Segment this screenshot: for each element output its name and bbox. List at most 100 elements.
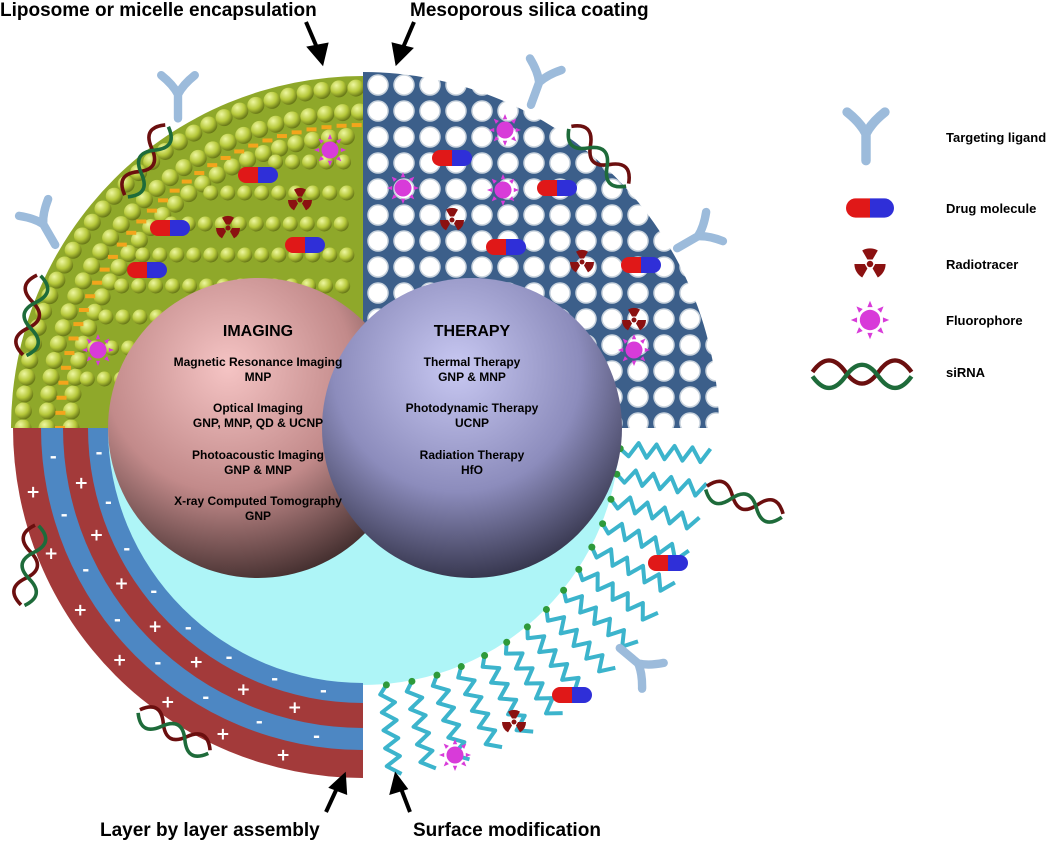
label-layer-by-layer: Layer by layer assembly [100,820,320,842]
lipid-head [167,196,184,213]
lipid-head [264,92,281,109]
anchor-point [560,587,567,594]
lipid-head [64,386,81,403]
lipid-head [185,125,202,142]
anchor-point [599,520,606,527]
lipid-head [67,288,84,305]
lipid-head [283,217,298,232]
anchor-point [433,672,440,679]
lipid-head [300,217,315,232]
lipid-head [43,369,60,386]
lipid-head [318,279,333,294]
legend-label: Targeting ligand [946,130,1046,145]
targeting-ligand-icon [847,112,885,161]
lipid-head [249,217,264,232]
charge-sign: + [236,680,250,700]
drug-molecule-icon [846,198,894,217]
lipid-head [314,82,331,99]
lipid-head [209,167,226,184]
lipid-head [120,245,137,262]
anchor-point [408,678,415,685]
sirna-icon [813,360,912,388]
charge-sign: - [105,492,112,512]
fluorophore-icon [82,334,114,366]
lipid-head [224,158,241,175]
therapy-line: GNP & MNP [438,370,506,384]
lipid-head [84,214,101,231]
lipid-head [220,134,237,151]
fluorophore-icon [439,739,471,771]
anchor-point [543,606,550,613]
lipid-head [198,217,213,232]
lipid-head [304,132,321,149]
lipid-tail [108,255,118,259]
lipid-head [231,103,248,120]
charge-sign: - [123,539,130,559]
lipid-tail [194,171,204,175]
lipid-head [322,186,337,201]
lipid-head [75,272,92,289]
lipid-tail [85,294,95,298]
arrow-layer-head [332,776,345,792]
charge-sign: - [320,681,327,701]
lipid-tail [100,268,110,272]
lipid-tail [64,351,74,355]
lipid-head [113,216,130,233]
drug-molecule-icon [127,262,167,278]
lipid-head [152,248,167,263]
lipid-head [162,169,179,186]
lipid-head [339,248,354,263]
charge-sign: - [313,727,320,747]
lipid-head [266,217,281,232]
anchor-point [588,544,595,551]
targeting-ligand-icon [515,58,561,110]
lipid-tail [234,149,244,153]
lipid-head [182,279,197,294]
anchor-point [575,566,582,573]
lipid-head [287,135,304,152]
charge-sign: + [216,724,230,744]
lipid-head [63,403,80,420]
lipid-head [302,155,317,170]
arrow-surface-head [392,776,405,792]
drug-molecule-icon [432,150,472,166]
lipid-head [267,116,284,133]
lipid-head [74,228,91,245]
lipid-head [65,242,82,259]
charge-sign: - [50,447,57,467]
charge-sign: + [148,617,162,637]
lipid-head [322,248,337,263]
polymer-chain [579,569,658,619]
drug-molecule-icon [486,239,526,255]
lipid-head [135,248,150,263]
charge-sign: - [202,687,209,707]
imaging-line: Magnetic Resonance Imaging [174,355,343,369]
lipid-head [317,217,332,232]
lipid-head [165,279,180,294]
lipid-head [15,403,32,420]
lipid-tail [126,231,136,235]
sirna-icon [702,477,786,526]
therapy-line: Photodynamic Therapy [406,401,539,415]
imaging-line: GNP & MNP [224,463,292,477]
lipid-head [169,248,184,263]
charge-sign: - [185,618,192,638]
lipid-tail [321,125,331,129]
lipid-head [239,151,256,168]
anchor-point [458,663,465,670]
lipid-tail [292,130,302,134]
lipid-head [338,128,355,145]
charge-sign: - [82,560,89,580]
lipid-head [339,186,354,201]
lipid-head [203,186,218,201]
therapy-line: UCNP [455,416,489,430]
lipid-head [16,386,33,403]
polymer-chain [611,498,699,529]
lipid-head [235,127,252,144]
lipid-head [254,248,269,263]
lipid-head [216,109,233,126]
lipid-head [131,279,146,294]
therapy-line: Thermal Therapy [424,355,521,369]
legend-label: Radiotracer [946,257,1018,272]
